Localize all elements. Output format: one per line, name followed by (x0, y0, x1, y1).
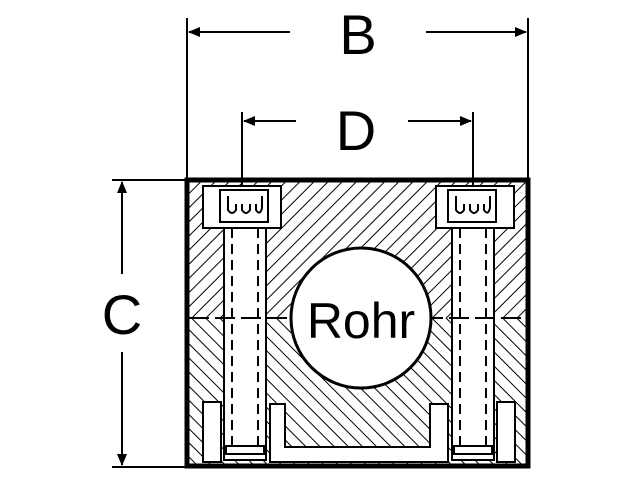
left-bolt-shaft (223, 227, 267, 461)
dimension-b: B (186, 3, 529, 178)
clamp-outline (184, 177, 531, 469)
dimension-d: D (241, 99, 474, 192)
left-nut-recess (202, 401, 222, 463)
right-bolt-shaft (451, 227, 495, 461)
dimension-b-label: B (339, 3, 376, 66)
dimension-d-label: D (336, 99, 376, 162)
dimension-c: C (102, 179, 186, 468)
right-bolt-head (447, 189, 497, 223)
pipe-label: Rohr (307, 293, 415, 349)
dimension-c-label: C (102, 283, 142, 346)
pipe-bore (289, 246, 433, 390)
clamp-body (184, 177, 531, 469)
lower-pocket (269, 403, 449, 463)
left-bolt-head (219, 189, 269, 223)
right-nut-recess (496, 401, 516, 463)
